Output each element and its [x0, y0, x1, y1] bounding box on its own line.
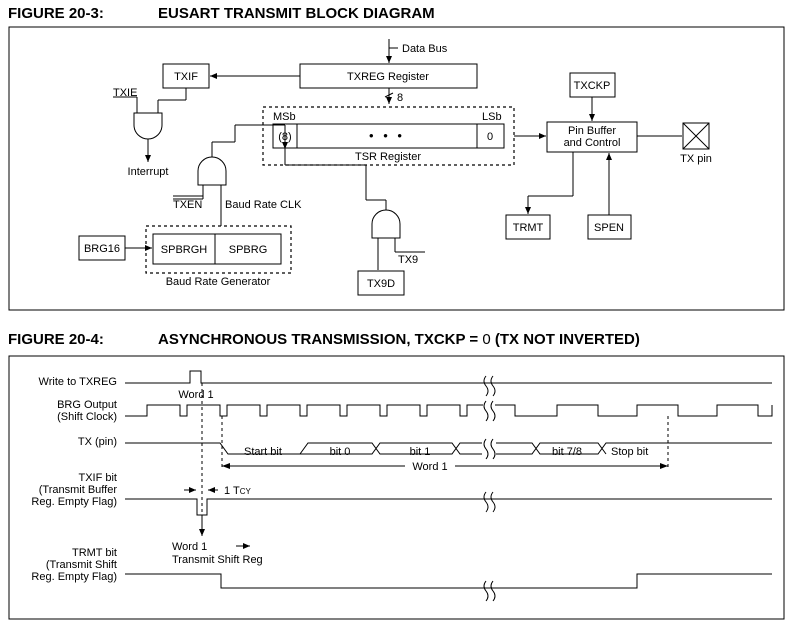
svg-text:and Control: and Control: [564, 137, 621, 149]
stop-bit-label: Stop bit: [611, 446, 648, 458]
tx-pin-label: TX pin: [680, 153, 712, 165]
figure-title: EUSART TRANSMIT BLOCK DIAGRAM: [158, 5, 435, 22]
brg16-label: BRG16: [84, 243, 120, 255]
svg-text:Reg. Empty Flag): Reg. Empty Flag): [31, 496, 117, 508]
word1-bottom-label: Word 1: [172, 541, 207, 553]
signal-label-write-txreg: Write to TXREG: [39, 376, 117, 388]
tx9d-block: [357, 270, 405, 296]
signal-label-txif: TXIF bit: [78, 472, 117, 484]
svg-text:SPBRG: SPBRG: [229, 244, 268, 256]
bus-width-label: 8: [397, 92, 403, 104]
txen-label: TXEN: [173, 199, 202, 211]
svg-text:(Transmit Buffer: (Transmit Buffer: [39, 484, 118, 496]
interrupt-label: Interrupt: [128, 166, 169, 178]
word1-span-label: Word 1: [412, 461, 447, 473]
txif-label: TXIF: [174, 71, 198, 83]
waveform-txif: [125, 498, 772, 516]
signal-label-tx-pin: TX (pin): [78, 436, 117, 448]
start-bit-label: Start bit: [244, 446, 282, 458]
tsr-label: TSR Register: [355, 151, 421, 163]
txckp-label: TXCKP: [574, 80, 611, 92]
block-diagram: Data Bus TXREG Register TXIF TXIE Interr…: [8, 26, 785, 311]
svg-text:(Shift Clock): (Shift Clock): [57, 411, 117, 423]
figure-title: ASYNCHRONOUS TRANSMISSION, TXCKP = 0 (TX…: [158, 331, 640, 348]
bit78-label: bit 7/8: [552, 446, 582, 458]
msb-label: MSb: [273, 111, 296, 123]
waveform-tx-pin: [125, 442, 300, 455]
svg-text:• • •: • • •: [369, 128, 405, 143]
brg-label: Baud Rate Generator: [166, 276, 271, 288]
trmt-block: [505, 214, 551, 240]
txreg-register-block: [299, 63, 478, 89]
waveform-write-txreg: [125, 370, 772, 384]
transmit-shift-label: Transmit Shift Reg: [172, 554, 263, 566]
svg-text:Pin Buffer: Pin Buffer: [568, 125, 616, 137]
svg-text:0: 0: [487, 131, 493, 143]
baud-clk-label: Baud Rate CLK: [225, 199, 302, 211]
and-gate-interrupt: [133, 112, 163, 140]
waveform-trmt: [125, 573, 772, 589]
figure-number: FIGURE 20-4:: [8, 331, 104, 348]
spen-block: [587, 214, 632, 240]
bit1-label: bit 1: [410, 446, 431, 458]
and-gate-tx9: [371, 209, 401, 239]
svg-text:(Transmit Shift: (Transmit Shift: [46, 559, 117, 571]
word1-top-label: Word 1: [178, 389, 213, 401]
and-gate-baud: [197, 156, 227, 186]
spbrgh-block: [152, 233, 216, 265]
trmt-label: TRMT: [513, 222, 544, 234]
spen-label: SPEN: [594, 222, 624, 234]
waveform-brg-output: [125, 404, 483, 417]
bit0-label: bit 0: [330, 446, 351, 458]
txreg-label: TXREG Register: [347, 71, 429, 83]
figure-frame: [8, 26, 785, 311]
pin-buffer-block: [546, 121, 638, 153]
tsr-middle-cells: [296, 123, 478, 149]
tsr-bit0-cell: [476, 123, 505, 149]
svg-text:Reg. Empty Flag): Reg. Empty Flag): [31, 571, 117, 583]
tcy-label: 1 TCY: [224, 485, 251, 497]
signal-label-trmt: TRMT bit: [72, 547, 117, 559]
break-marks: [483, 375, 496, 602]
timing-diagram: Write to TXREG BRG Output (Shift Clock) …: [8, 355, 785, 620]
txckp-block: [569, 72, 616, 98]
txie-label: TXIE: [113, 87, 137, 99]
spbrg-block: [214, 233, 282, 265]
figure-frame: [8, 355, 785, 620]
svg-text:SPBRGH: SPBRGH: [161, 244, 208, 256]
tsr-region: [262, 106, 515, 166]
tx9d-label: TX9D: [367, 278, 395, 290]
figure-number: FIGURE 20-3:: [8, 5, 104, 22]
lsb-label: LSb: [482, 111, 502, 123]
signal-label-brg: BRG Output: [57, 399, 117, 411]
tx9-label: TX9: [398, 254, 418, 266]
data-bus-label: Data Bus: [402, 43, 448, 55]
